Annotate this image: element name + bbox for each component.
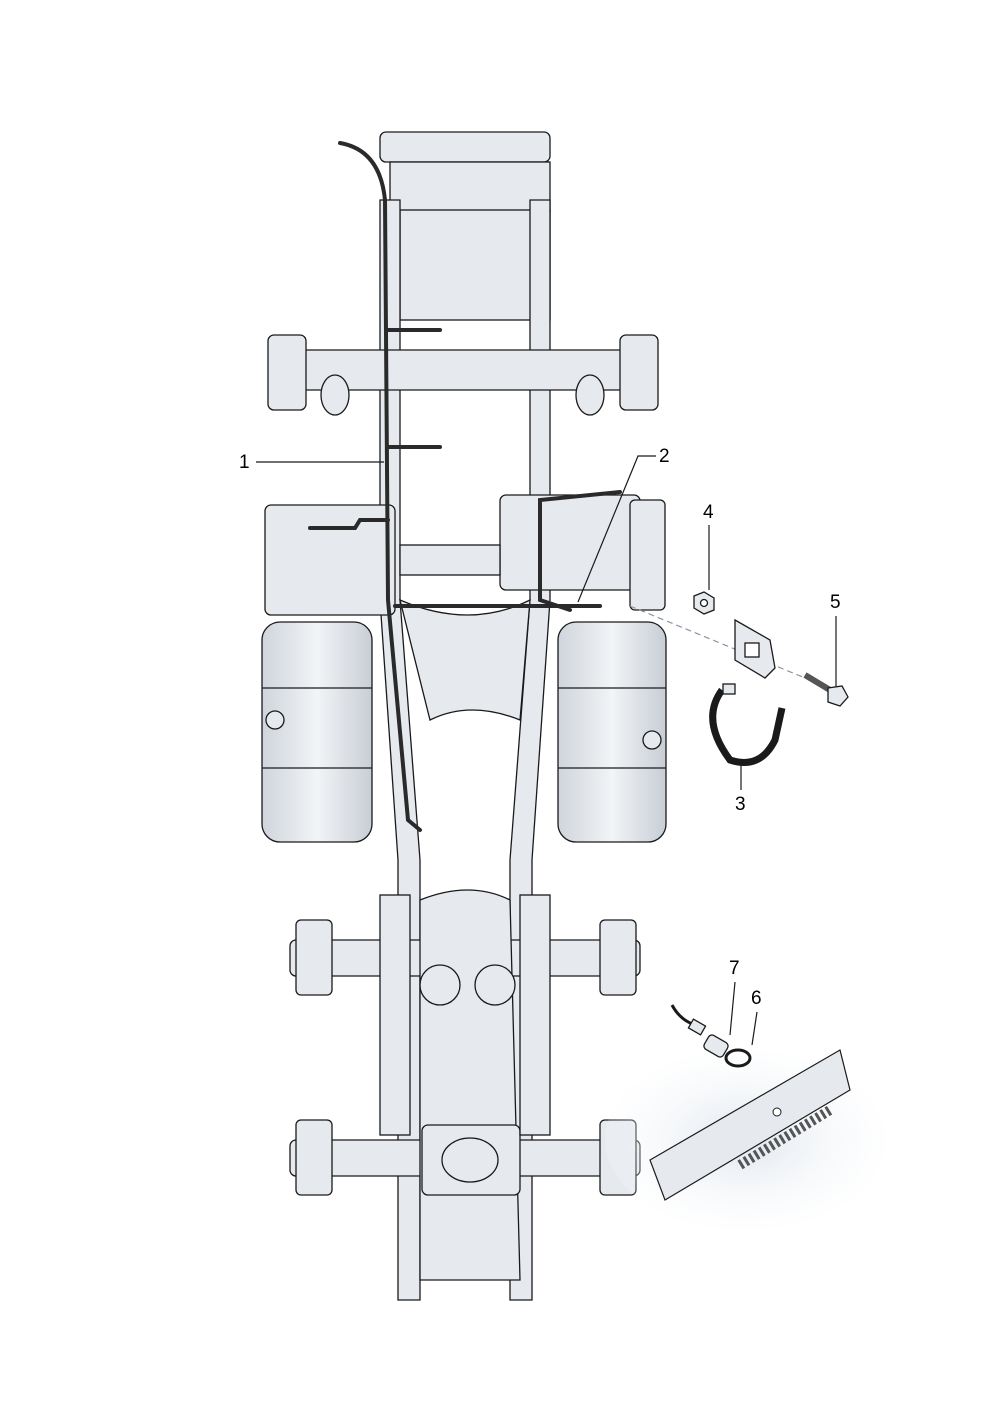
fuel-tanks [261,621,667,843]
callout-2: 2 [659,446,670,467]
battery-box [264,494,666,616]
front-radiator [379,131,551,321]
part-3-cable-tie [709,683,786,766]
callout-6: 6 [751,988,762,1009]
rear-axles [289,889,641,1281]
part-5-bolt [803,672,849,707]
part-4-nut [693,591,715,615]
bracket [734,618,776,679]
wiring-harness [308,141,622,832]
callout-3: 3 [735,794,746,815]
part-7-connector [670,1004,729,1058]
leader-lines [256,455,837,1046]
rail-detail [605,1049,885,1230]
callout-4: 4 [703,502,714,523]
callout-7: 7 [729,958,740,979]
callout-1: 1 [239,452,250,473]
callout-5: 5 [830,592,841,613]
front-axle [267,334,659,416]
part-6-ring-terminal [724,1048,752,1068]
